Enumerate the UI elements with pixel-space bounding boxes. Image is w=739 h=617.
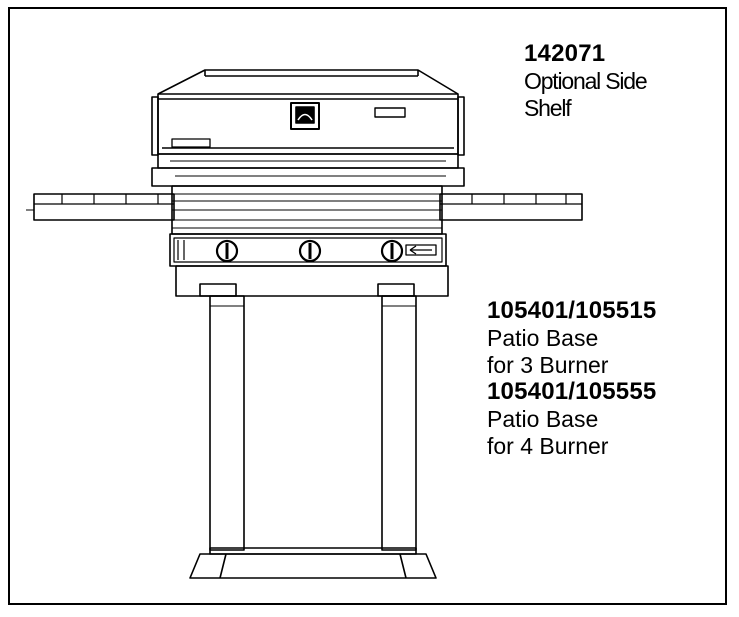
logo-plate: [374, 107, 406, 118]
patio-base-post-left: [209, 295, 245, 551]
burner-knob-1: [215, 239, 239, 263]
side-shelf-desc-line1: Optional Side: [524, 67, 648, 94]
patio-base-4-desc-line1: Patio Base: [487, 406, 599, 432]
patio-base-4-part-number: 105401/105555: [487, 378, 657, 406]
burner-knob-3: [380, 239, 404, 263]
firebox: [171, 185, 443, 235]
patio-base-3-desc-line1: Patio Base: [487, 324, 599, 351]
patio-base-labels: 105401/105515 Patio Base for 3 Burner 10…: [487, 297, 656, 459]
cart-collar: [175, 265, 449, 297]
patio-base-foot: [189, 547, 437, 579]
side-shelf-part-number: 142071: [524, 40, 606, 67]
igniter-button: [405, 244, 437, 256]
burner-knob-2: [298, 239, 322, 263]
right-side-shelf: [439, 193, 583, 221]
hood-rim: [151, 153, 465, 187]
grill-lid: [151, 69, 465, 156]
thermometer-icon: [290, 102, 320, 130]
left-side-shelf: [26, 193, 175, 221]
side-shelf-desc-line2: Shelf: [524, 94, 572, 121]
patio-base-post-right: [381, 295, 417, 551]
diagram-frame: [8, 7, 727, 605]
patio-base-3-desc-line2: for 3 Burner: [487, 351, 609, 378]
patio-base-4-desc-line2: for 4 Burner: [487, 432, 609, 459]
side-shelf-label: 142071 Optional Side Shelf: [524, 40, 648, 121]
patio-base-3-part-number: 105401/105515: [487, 297, 657, 324]
